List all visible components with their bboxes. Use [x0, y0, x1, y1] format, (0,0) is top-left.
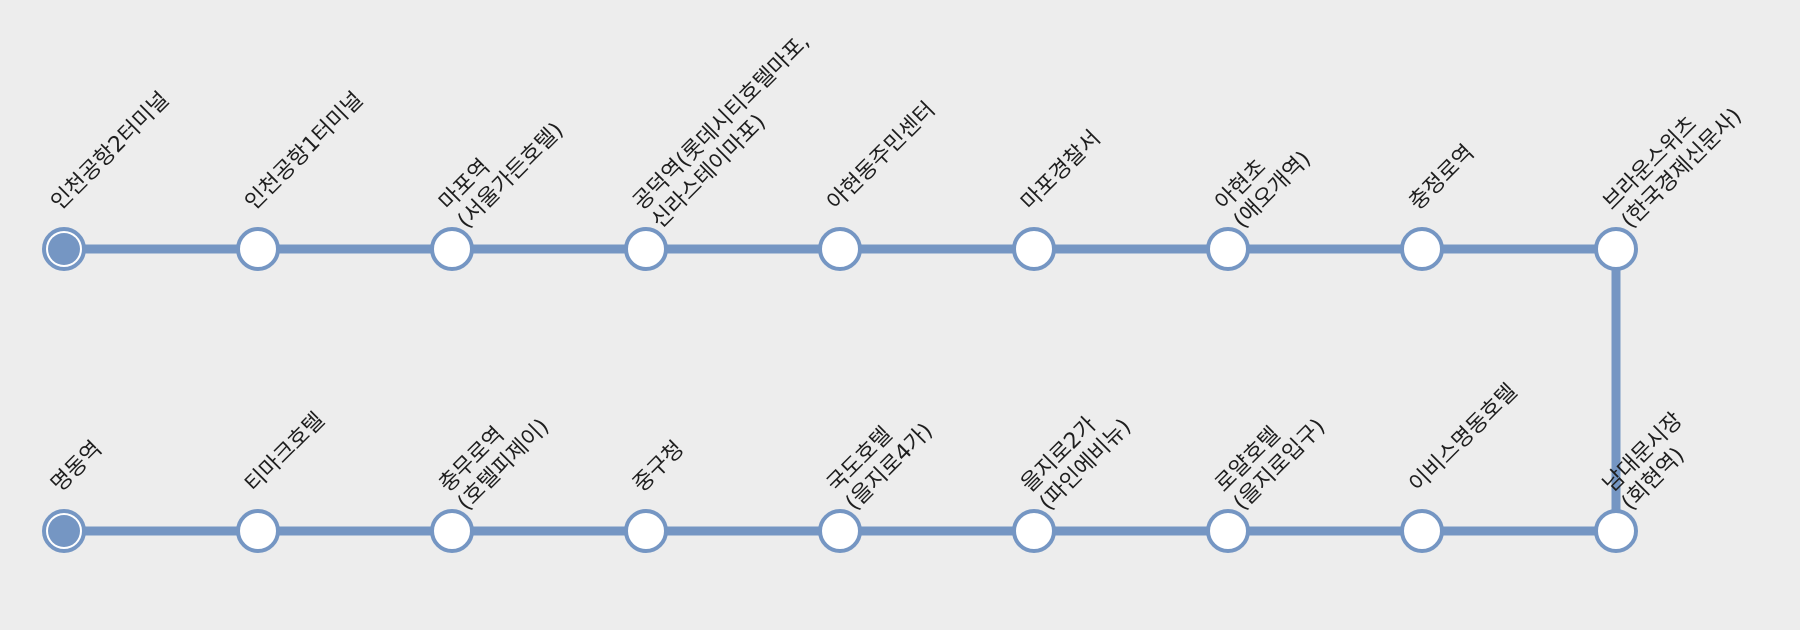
stop-label-line: 명동역 [47, 437, 108, 498]
stop-label-bottom-7: 이비스명동호텔 [1405, 379, 1523, 497]
stop-marker [1594, 227, 1638, 271]
stop-top-0 [42, 227, 86, 271]
stop-label-bottom-2: 충무로역(호텔피제이) [435, 396, 555, 516]
route-stops [42, 227, 1638, 553]
stop-label-line: 인천공항1터미널 [241, 87, 369, 215]
stop-label-bottom-0: 명동역 [47, 437, 108, 498]
stop-bottom-7 [1400, 509, 1444, 553]
stop-label-line: 아현동주민센터 [823, 97, 941, 215]
terminal-stop-fill [48, 233, 80, 265]
stop-marker [236, 227, 280, 271]
stop-bottom-0 [42, 509, 86, 553]
stop-bottom-2 [430, 509, 474, 553]
stop-top-1 [236, 227, 280, 271]
stop-marker [624, 227, 668, 271]
stop-top-6 [1206, 227, 1250, 271]
stop-label-line: 중구청 [629, 437, 690, 498]
stop-marker [818, 227, 862, 271]
stop-top-5 [1012, 227, 1056, 271]
stop-bottom-4 [818, 509, 862, 553]
stop-label-top-2: 마포역(서울가든호텔) [435, 100, 569, 234]
stop-bottom-8 [1594, 509, 1638, 553]
stop-label-bottom-3: 중구청 [629, 437, 690, 498]
stop-top-4 [818, 227, 862, 271]
stop-bottom-6 [1206, 509, 1250, 553]
stop-label-top-6: 아현초(애오개역) [1211, 128, 1316, 233]
stop-labels: 인천공항2터미널 인천공항1터미널 마포역(서울가든호텔) 공덕역(롯데시티호텔마포,… [47, 29, 1747, 516]
stop-marker [818, 509, 862, 553]
stop-label-line: 마포경찰서 [1017, 126, 1106, 215]
terminal-stop-fill [48, 515, 80, 547]
stop-top-3 [624, 227, 668, 271]
stop-bottom-1 [236, 509, 280, 553]
stop-marker [236, 509, 280, 553]
stop-label-bottom-5: 을지로2가(파인에비뉴) [1017, 396, 1137, 516]
stop-label-top-3: 공덕역(롯데시티호텔마포,신라스테이마포) [629, 29, 834, 234]
stop-top-2 [430, 227, 474, 271]
stop-label-bottom-6: 로얄호텔(을지로입구) [1211, 396, 1331, 516]
stop-label-line: 인천공항2터미널 [47, 87, 175, 215]
stop-marker [1400, 509, 1444, 553]
stop-top-8 [1594, 227, 1638, 271]
stop-label-top-1: 인천공항1터미널 [241, 87, 369, 215]
stop-marker [1206, 227, 1250, 271]
stop-label-line: 공덕역(롯데시티호텔마포, [629, 29, 815, 215]
stop-marker [430, 227, 474, 271]
stop-label-line: 티마크호텔 [241, 408, 330, 497]
stop-bottom-5 [1012, 509, 1056, 553]
stop-label-line: 충정로역 [1405, 140, 1480, 215]
stop-label-line: 이비스명동호텔 [1405, 379, 1523, 497]
stop-marker [1206, 509, 1250, 553]
stop-label-top-0: 인천공항2터미널 [47, 87, 175, 215]
stop-marker [1012, 509, 1056, 553]
stop-marker [1594, 509, 1638, 553]
stop-marker [1400, 227, 1444, 271]
stop-label-top-4: 아현동주민센터 [823, 97, 941, 215]
stop-bottom-3 [624, 509, 668, 553]
stop-label-bottom-1: 티마크호텔 [241, 408, 330, 497]
stop-label-top-5: 마포경찰서 [1017, 126, 1106, 215]
stop-marker [1012, 227, 1056, 271]
stop-label-top-8: 브라운스위츠(한국경제신문사) [1599, 85, 1747, 233]
stop-top-7 [1400, 227, 1444, 271]
stop-marker [624, 509, 668, 553]
stop-marker [430, 509, 474, 553]
stop-label-bottom-4: 국도호텔(을지로4가) [823, 400, 938, 515]
stop-label-top-7: 충정로역 [1405, 140, 1480, 215]
